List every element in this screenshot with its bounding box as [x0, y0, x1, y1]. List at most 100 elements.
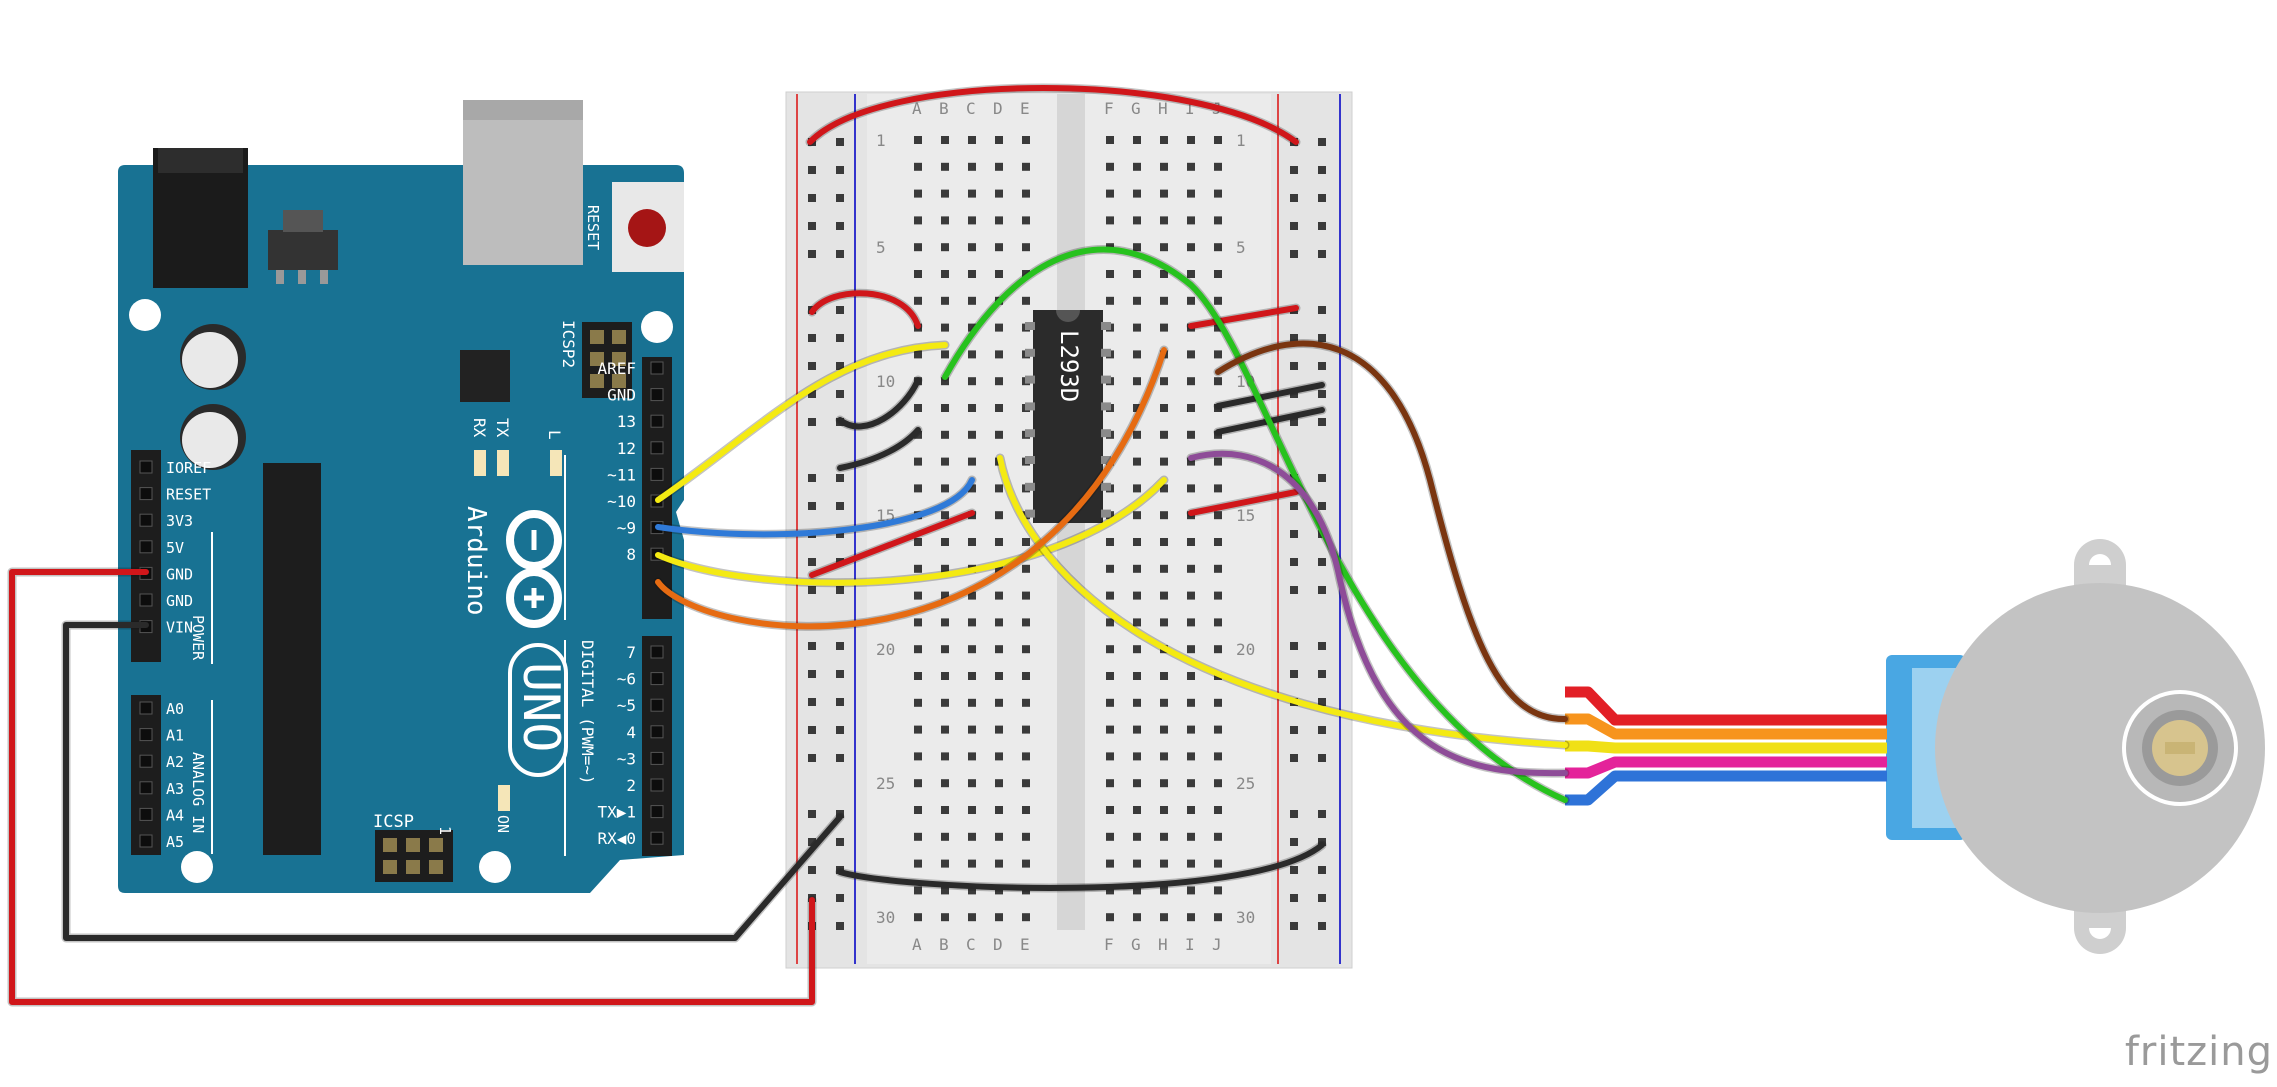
digital-pin-label: 8	[626, 545, 636, 564]
digital-pin-label: ~3	[617, 749, 636, 768]
digital-pin-label: AREF	[597, 359, 636, 378]
analog-pin-label: A1	[166, 727, 184, 745]
motor-lead	[1565, 713, 1887, 740]
icsp2-label: ICSP2	[559, 320, 578, 368]
analog-header-label: ANALOG IN	[189, 752, 207, 833]
orange-wire	[655, 347, 1167, 630]
icsp-label: ICSP	[373, 812, 414, 832]
bb-row-label: 30	[876, 908, 895, 927]
bb-col-label: B	[939, 99, 949, 118]
bb-row-label: 25	[1236, 774, 1255, 793]
bb-col-label: H	[1158, 99, 1168, 118]
brown-wire	[1215, 340, 1568, 723]
chip-label: L293D	[1055, 330, 1083, 402]
bb-col-label: C	[966, 935, 976, 954]
led-tx-label: TX	[493, 418, 512, 438]
bb-col-label: F	[1104, 99, 1114, 118]
bb-col-label: E	[1020, 935, 1030, 954]
red-wire	[809, 510, 975, 578]
red-wire	[809, 290, 921, 329]
digital-pin-label: 7	[626, 643, 636, 662]
digital-pin-label: GND	[607, 386, 636, 405]
yellow-wire	[655, 342, 948, 503]
bb-row-label: 20	[1236, 640, 1255, 659]
arduino-brand-label: Arduino	[461, 506, 491, 616]
motor-lead	[1565, 756, 1887, 779]
led-l-label: L	[545, 430, 564, 440]
bb-col-label: G	[1131, 99, 1141, 118]
digital-pin-label: TX▶1	[597, 803, 636, 822]
icsp-pin1-label: 1	[436, 826, 454, 835]
analog-pin-label: A3	[166, 780, 184, 798]
l293d-chip: L293D	[1025, 310, 1111, 523]
bb-col-label: C	[966, 99, 976, 118]
bb-row-label: 5	[1236, 238, 1246, 257]
bb-row-label: 20	[876, 640, 895, 659]
bb-col-label: D	[993, 935, 1003, 954]
fritzing-watermark: fritzing	[2124, 1029, 2273, 1075]
black-wire	[837, 427, 921, 471]
bb-col-label: I	[1185, 935, 1195, 954]
power-header-label: POWER	[189, 615, 207, 661]
arduino-board: AREFGND1312~11~10~987~6~54~32TX▶1RX◀0IOR…	[118, 100, 684, 893]
power-pin-label: GND	[166, 592, 193, 610]
analog-pin-label: A4	[166, 806, 184, 824]
digital-pin-label: 13	[617, 412, 636, 431]
bb-col-label: G	[1131, 935, 1141, 954]
bb-col-label: J	[1212, 935, 1222, 954]
red-wire	[1188, 305, 1299, 329]
green-wire	[942, 246, 1568, 803]
led-rx-label: RX	[470, 418, 489, 438]
power-pin-label: RESET	[166, 486, 211, 504]
bb-col-label: D	[993, 99, 1003, 118]
bb-col-label: H	[1158, 935, 1168, 954]
arduino-model-label: UNO	[512, 662, 570, 752]
bb-row-label: 10	[876, 372, 895, 391]
analog-pin-label: A5	[166, 833, 184, 851]
stepper-motor	[1565, 539, 2265, 954]
purple-wire	[1188, 450, 1568, 777]
digital-pin-label: 2	[626, 776, 636, 795]
motor-lead	[1565, 770, 1887, 806]
power-pin-label: 5V	[166, 539, 184, 557]
digital-header-label: DIGITAL (PWM=~)	[578, 640, 597, 785]
power-pin-label: 3V3	[166, 512, 193, 530]
digital-pin-label: ~5	[617, 696, 636, 715]
power-pin-label: GND	[166, 565, 193, 583]
wires	[7, 83, 1570, 1007]
bb-col-label: A	[912, 99, 922, 118]
bb-row-label: 30	[1236, 908, 1255, 927]
bb-row-label: 15	[1236, 506, 1255, 525]
bb-row-label: 5	[876, 238, 886, 257]
motor-leads	[1565, 686, 1887, 806]
bb-col-label: B	[939, 935, 949, 954]
digital-pin-label: RX◀0	[597, 829, 636, 848]
analog-pin-label: A0	[166, 700, 184, 718]
black-wire	[63, 622, 843, 941]
digital-pin-label: ~11	[607, 465, 636, 484]
bb-col-label: E	[1020, 99, 1030, 118]
blue-wire	[655, 477, 975, 538]
bb-row-label: 1	[1236, 131, 1246, 150]
bb-row-label: 1	[876, 131, 886, 150]
motor-lead	[1565, 686, 1887, 726]
yellow-wire	[655, 477, 1167, 586]
black-wire	[1215, 382, 1325, 409]
analog-pin-label: A2	[166, 753, 184, 771]
black-wire	[837, 842, 1325, 891]
led-on-label: ON	[494, 815, 512, 833]
power-pin-label: IOREF	[166, 459, 211, 477]
digital-pin-label: ~6	[617, 670, 636, 689]
bb-col-label: F	[1104, 935, 1114, 954]
bb-col-label: A	[912, 935, 922, 954]
digital-pin-label: ~10	[607, 492, 636, 511]
red-wire	[9, 569, 815, 1005]
yellow-wire	[997, 455, 1568, 748]
power-pin-label: VIN	[166, 619, 193, 637]
red-wire	[807, 85, 1299, 145]
digital-pin-label: 4	[626, 723, 636, 742]
reset-label: RESET	[584, 205, 602, 250]
black-wire	[837, 377, 921, 430]
